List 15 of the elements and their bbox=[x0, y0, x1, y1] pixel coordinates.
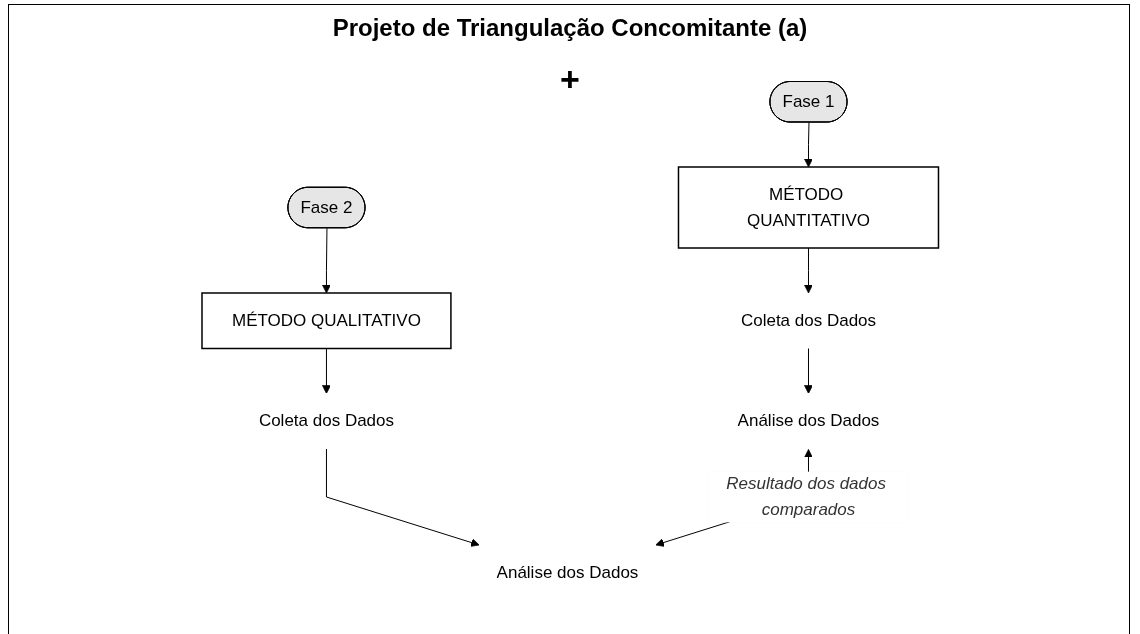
diagram-title: Projeto de Triangulação Concomitante (a) bbox=[332, 14, 808, 42]
node-text: Coleta dos Dados bbox=[740, 311, 876, 330]
node-text: Análise dos Dados bbox=[496, 563, 639, 582]
plus-sign: + bbox=[560, 60, 580, 99]
arrow bbox=[803, 247, 813, 294]
node-text: Análise dos Dados bbox=[737, 411, 880, 431]
arrow bbox=[321, 348, 331, 394]
edge-label: Resultado dos dados comparados bbox=[726, 474, 886, 519]
arrow bbox=[325, 448, 480, 547]
arrow bbox=[321, 227, 331, 294]
node-text: Coleta dos Dados bbox=[258, 411, 394, 431]
node-box: MÉTODO QUALITATIVO bbox=[201, 292, 452, 350]
arrow bbox=[803, 348, 813, 394]
node-box: MÉTODO QUANTITATIVO bbox=[677, 166, 939, 249]
arrow bbox=[803, 122, 813, 168]
